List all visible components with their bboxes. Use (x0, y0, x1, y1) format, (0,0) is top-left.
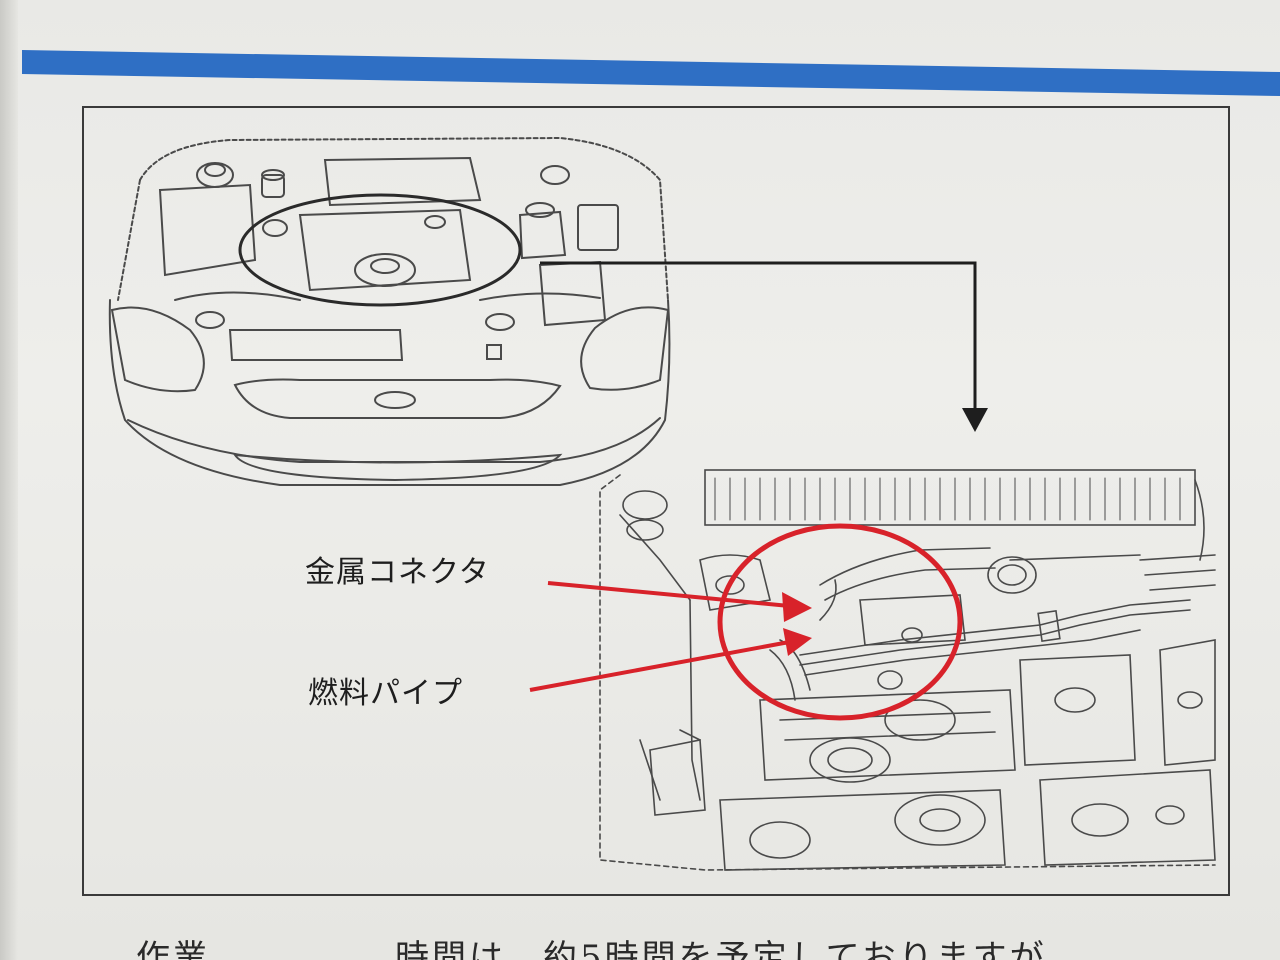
header-band (22, 50, 1280, 96)
figure-frame (82, 106, 1230, 896)
engine-detail-drawing (599, 469, 1216, 871)
body-text-line: 作業……………時間は、約5時間を予定しておりますが、 (136, 938, 1083, 960)
callout-arrowhead (962, 408, 988, 432)
page-fold (0, 0, 18, 960)
label-fuel-pipe: 燃料パイプ (308, 676, 463, 711)
fuel-pipe-arrowhead (783, 628, 812, 656)
connector-arrowhead (782, 592, 812, 622)
pointer-arrows (529, 581, 801, 692)
highlight-circle (717, 523, 963, 721)
callout-arrow (540, 261, 977, 410)
label-metal-connector: 金属コネクタ (305, 555, 490, 590)
car-front-drawing (108, 136, 671, 486)
